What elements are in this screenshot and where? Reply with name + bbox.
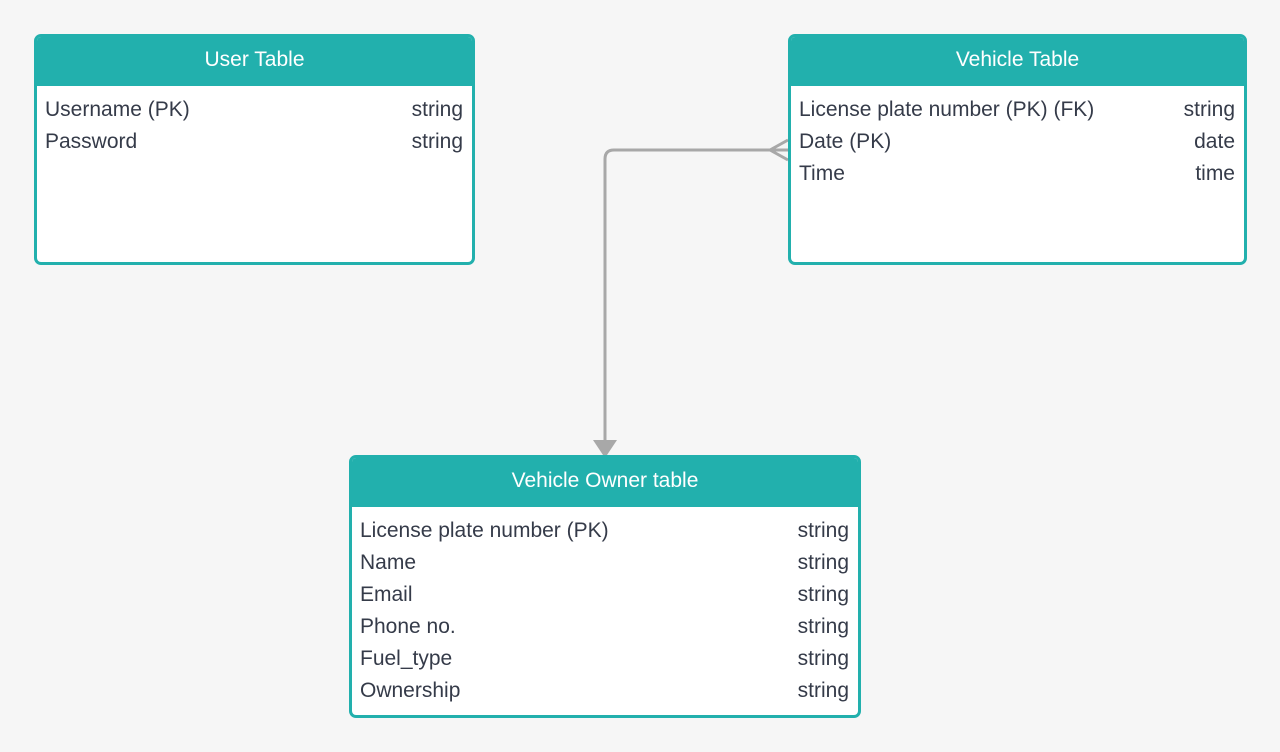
field-name: Ownership bbox=[360, 679, 461, 702]
field-type: string bbox=[411, 130, 463, 153]
field-name: Username (PK) bbox=[45, 98, 190, 121]
field-type: string bbox=[411, 98, 463, 121]
field-name: Date (PK) bbox=[799, 130, 892, 153]
field-row[interactable]: Username (PK) string bbox=[45, 94, 463, 126]
field-name: License plate number (PK) (FK) bbox=[799, 98, 1095, 121]
field-name: Email bbox=[360, 583, 413, 606]
field-name: Fuel_type bbox=[360, 647, 453, 670]
entity-title: User Table bbox=[37, 37, 472, 86]
field-type: time bbox=[1195, 162, 1235, 185]
field-row[interactable]: License plate number (PK) string bbox=[360, 515, 849, 547]
entity-vehicle-table[interactable]: Vehicle Table License plate number (PK) … bbox=[788, 34, 1247, 265]
field-type: date bbox=[1194, 130, 1235, 153]
field-row[interactable]: Email string bbox=[360, 579, 849, 611]
field-type: string bbox=[797, 615, 849, 638]
field-row[interactable]: Time time bbox=[799, 158, 1235, 190]
field-type: string bbox=[797, 583, 849, 606]
entity-vehicle-owner-table[interactable]: Vehicle Owner table License plate number… bbox=[349, 455, 861, 718]
relationship-connector-vehicle-owner[interactable] bbox=[603, 148, 788, 440]
entity-title: Vehicle Table bbox=[791, 37, 1244, 86]
field-type: string bbox=[797, 679, 849, 702]
field-name: Phone no. bbox=[360, 615, 456, 638]
field-type: string bbox=[797, 551, 849, 574]
entity-fields: License plate number (PK) string Name st… bbox=[352, 507, 858, 707]
entity-fields: License plate number (PK) (FK) string Da… bbox=[791, 86, 1244, 190]
field-name: Name bbox=[360, 551, 417, 574]
field-row[interactable]: Password string bbox=[45, 126, 463, 158]
field-type: string bbox=[797, 519, 849, 542]
field-row[interactable]: Name string bbox=[360, 547, 849, 579]
field-row[interactable]: License plate number (PK) (FK) string bbox=[799, 94, 1235, 126]
entity-title: Vehicle Owner table bbox=[352, 458, 858, 507]
entity-user-table[interactable]: User Table Username (PK) string Password… bbox=[34, 34, 475, 265]
field-row[interactable]: Phone no. string bbox=[360, 611, 849, 643]
entity-fields: Username (PK) string Password string bbox=[37, 86, 472, 158]
field-row[interactable]: Date (PK) date bbox=[799, 126, 1235, 158]
field-name: Time bbox=[799, 162, 845, 185]
field-name: License plate number (PK) bbox=[360, 519, 609, 542]
crows-foot-many-icon bbox=[769, 138, 789, 162]
field-row[interactable]: Fuel_type string bbox=[360, 643, 849, 675]
field-row[interactable]: Ownership string bbox=[360, 675, 849, 707]
field-type: string bbox=[1183, 98, 1235, 121]
field-name: Password bbox=[45, 130, 138, 153]
field-type: string bbox=[797, 647, 849, 670]
